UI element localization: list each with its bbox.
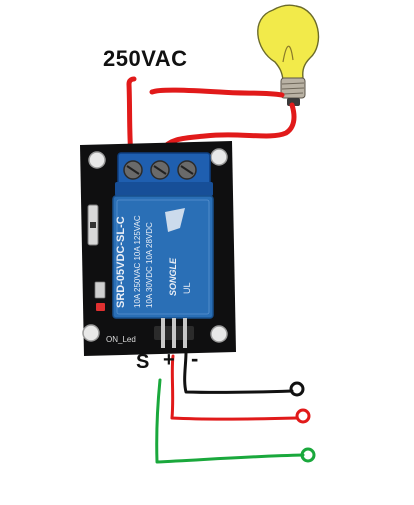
vcc-wire-terminal	[295, 408, 311, 424]
relay-brand-text: SONGLE	[168, 257, 178, 296]
signal-wire	[155, 378, 305, 464]
control-wires	[155, 350, 316, 464]
relay-body: SRD-05VDC-SL-C 10A 250VAC 10A 125VAC 10A…	[112, 195, 214, 319]
relay-model-text: SRD-05VDC-SL-C	[115, 216, 127, 308]
voltage-label: 250VAC	[103, 46, 188, 71]
relay-rating-line-2: 10A 30VDC 10A 28VDC	[145, 222, 154, 308]
mount-hole-bottom-left	[82, 324, 100, 342]
pin-label-vcc: +	[163, 349, 175, 371]
gnd-wire	[183, 350, 294, 394]
bulb-filament	[282, 45, 294, 63]
resistor-component	[94, 281, 106, 299]
relay-rating-line-1: 10A 250VAC 10A 125VAC	[133, 215, 142, 308]
bulb-glass	[257, 4, 320, 81]
mount-hole-top-right	[210, 148, 228, 166]
on-led-label: ON_Led	[106, 335, 136, 344]
gnd-wire-terminal	[289, 381, 305, 397]
header-pins	[154, 318, 194, 348]
pin-label-signal: S	[136, 351, 150, 373]
relay-cert-text: UL	[182, 282, 192, 294]
relay-module: SRD-05VDC-SL-C 10A 250VAC 10A 125VAC 10A…	[80, 141, 236, 356]
mains-wire-to-bulb	[149, 87, 285, 98]
screw-terminal-block	[115, 152, 213, 196]
mount-hole-bottom-right	[210, 325, 228, 343]
mount-hole-top-left	[88, 151, 106, 169]
signal-wire-terminal	[300, 447, 316, 463]
vcc-wire	[170, 354, 299, 421]
on-led-icon	[96, 303, 105, 311]
mains-wire-left	[126, 76, 137, 161]
songle-logo-icon	[165, 208, 185, 232]
light-bulb-icon	[257, 4, 320, 106]
pin-label-gnd: -	[191, 346, 199, 371]
